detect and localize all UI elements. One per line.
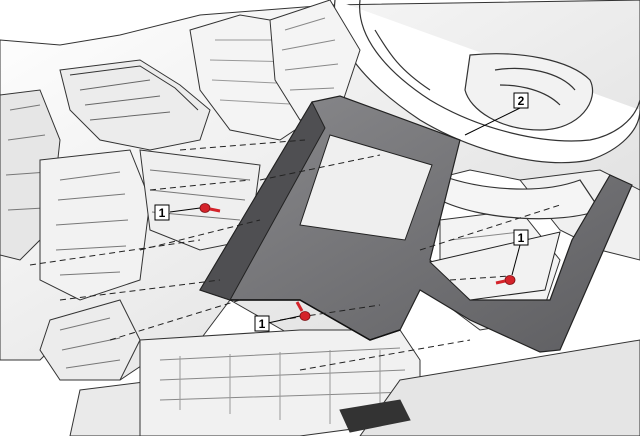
svg-text:2: 2 <box>518 94 525 108</box>
svg-text:1: 1 <box>518 231 525 245</box>
callout-leaders <box>169 107 521 324</box>
callout-console-trim-panel: 2 <box>513 92 529 109</box>
fastener-center <box>295 301 311 321</box>
steering-wheel <box>333 0 640 220</box>
floor-area <box>339 339 640 436</box>
callout-fastener-right: 1 <box>513 229 529 246</box>
callout-fastener-left: 1 <box>154 204 170 221</box>
trim-panel-upper-opening <box>299 134 433 241</box>
fastener-right <box>495 275 516 285</box>
alignment-lines <box>29 139 561 371</box>
svg-text:1: 1 <box>159 206 166 220</box>
fastener-left <box>199 203 221 213</box>
console-trim-panel <box>199 95 633 353</box>
svg-text:1: 1 <box>259 317 266 331</box>
trim-panel-lower-edge <box>230 299 401 341</box>
callout-fastener-center: 1 <box>254 315 270 332</box>
trim-panel-side <box>199 100 326 301</box>
